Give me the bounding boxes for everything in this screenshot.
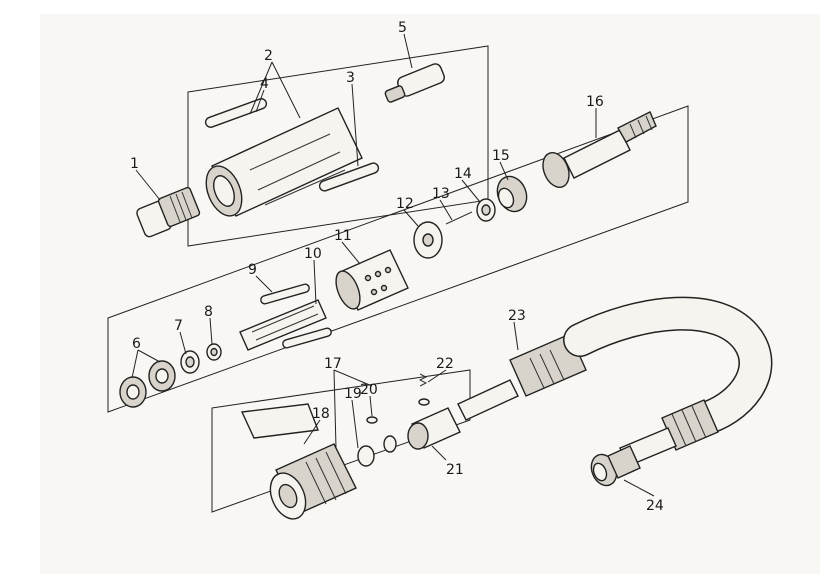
- callout-5: 5: [398, 20, 407, 36]
- part-1-inlet-fitting: [136, 186, 201, 238]
- callout-4: 4: [260, 76, 269, 92]
- callout-24: 24: [646, 498, 664, 514]
- callout-3: 3: [346, 70, 355, 86]
- callout-10: 10: [304, 246, 322, 262]
- part-2-housing: [205, 107, 363, 217]
- callout-9: 9: [248, 262, 257, 278]
- callout-19: 19: [344, 386, 362, 402]
- callout-17: 17: [324, 356, 342, 372]
- part-21-valve-body: [407, 407, 461, 450]
- callout-labels: 1 2 3 4 5 6 7 8 9 10 11 12 13 14 15 16 1…: [130, 20, 664, 514]
- callout-20: 20: [360, 382, 378, 398]
- callout-8: 8: [204, 304, 213, 320]
- part-8-spacer: [206, 343, 222, 361]
- group-frame-middle: [107, 105, 689, 413]
- part-16-rotor-shaft: [542, 111, 657, 188]
- callout-16: 16: [586, 94, 604, 110]
- part-24-end-fitting: [590, 445, 641, 487]
- callout-7: 7: [174, 318, 183, 334]
- part-17-throttle-collar: [269, 443, 357, 520]
- part-3-vane: [318, 162, 380, 192]
- callout-1: 1: [130, 156, 139, 172]
- part-23-hose-assembly: [457, 296, 773, 467]
- callout-2: 2: [264, 48, 273, 64]
- part-6-bearing-pair: [119, 360, 176, 408]
- part-12-end-plate: [413, 221, 443, 259]
- callout-23: 23: [508, 308, 526, 324]
- callout-11: 11: [334, 228, 352, 244]
- paper-scan: [40, 14, 820, 574]
- part-18-label-plate: [240, 403, 319, 439]
- callout-15: 15: [492, 148, 510, 164]
- callout-6: 6: [132, 336, 141, 352]
- callout-18: 18: [312, 406, 330, 422]
- part-14-bearing: [476, 198, 496, 222]
- part-20-o-ring: [366, 416, 378, 424]
- part-15-nut: [496, 175, 528, 213]
- part-22-spring: [418, 373, 430, 406]
- part-10-rotor: [239, 299, 327, 351]
- callout-14: 14: [454, 166, 472, 182]
- group-frame-lower: [211, 369, 471, 513]
- part-19-o-ring: [357, 435, 397, 467]
- callout-13: 13: [432, 186, 450, 202]
- part-5-coupling: [384, 63, 445, 103]
- part-11-cylinder: [335, 249, 409, 311]
- part-9-rotor-vane: [260, 283, 332, 349]
- part-13-pin: [445, 211, 473, 225]
- part-4-vane: [204, 98, 268, 128]
- callout-22: 22: [436, 356, 454, 372]
- callout-21: 21: [446, 462, 464, 478]
- callout-12: 12: [396, 196, 414, 212]
- leader-lines: [131, 33, 655, 497]
- part-7-washer: [180, 350, 200, 374]
